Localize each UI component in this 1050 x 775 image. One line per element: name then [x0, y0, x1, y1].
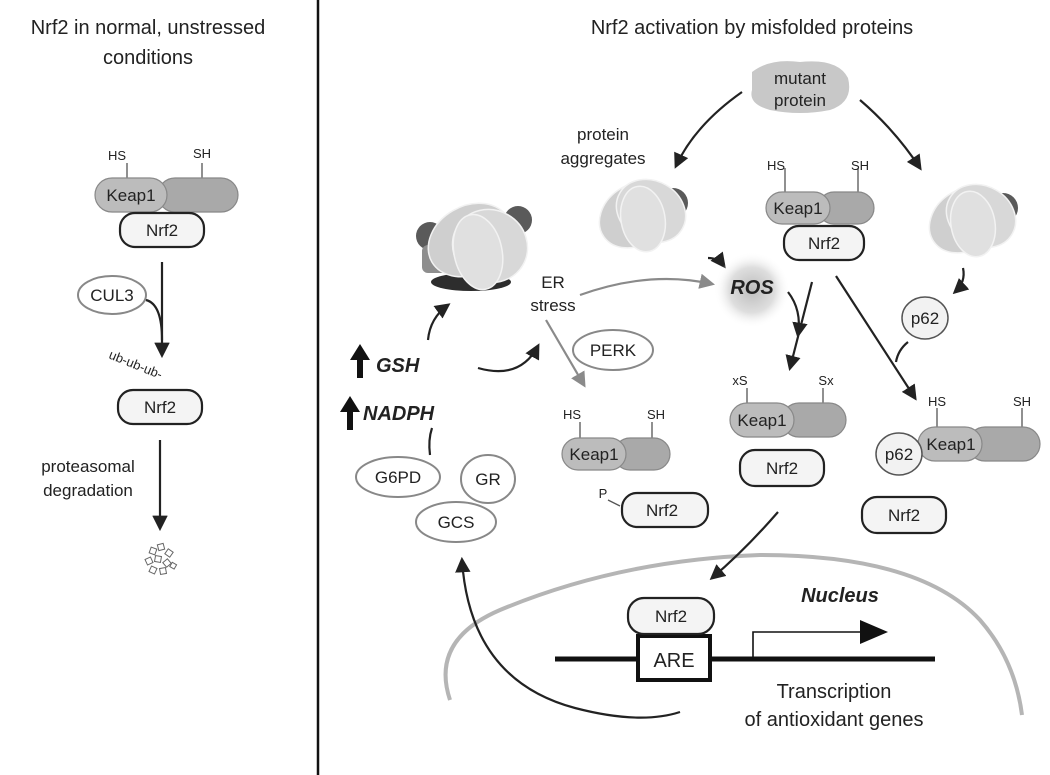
arrow-gsh-to-er-stress: [477, 343, 540, 373]
arrow-complex-to-oxidised-keap1: [785, 281, 814, 371]
nadph-label: NADPH: [363, 403, 435, 425]
xs-label: xS: [732, 373, 748, 388]
perk-keap1-label: Keap1: [569, 445, 618, 464]
aggregates-line2: aggregates: [560, 149, 645, 168]
cul3-oval: [77, 275, 147, 315]
p62-nrf2-label: Nrf2: [888, 506, 920, 525]
arrow-ros-to-oxidised-keap1: [787, 291, 808, 339]
center-nrf2-label: Nrf2: [808, 234, 840, 253]
are-nrf2-label: Nrf2: [655, 607, 687, 626]
arrow-er-to-perk-keap1: [545, 319, 586, 388]
gr-label: GR: [475, 470, 501, 489]
keap1-nrf2-complex-center: HS SH Keap1 Nrf2: [765, 158, 875, 262]
center-sh-label: SH: [851, 158, 869, 173]
nrf2-top-label: Nrf2: [146, 221, 178, 240]
nadph-connector: [428, 427, 434, 456]
aggregate-proteasome: [416, 202, 532, 291]
left-title-line2: conditions: [103, 47, 193, 69]
transcription-line2: of antioxidant genes: [744, 709, 923, 731]
g6pd-label: G6PD: [375, 468, 421, 487]
aggregate-right: [915, 171, 1028, 268]
mutant-protein-blob: [751, 61, 850, 113]
p62-keap1-label: Keap1: [926, 435, 975, 454]
perk-sh-label: SH: [647, 407, 665, 422]
keap1-oxidised-branch: xS Sx Keap1 Nrf2: [729, 373, 847, 488]
free-nrf2-box: [738, 448, 826, 488]
g6pd-oval: [355, 456, 441, 498]
keap1-label: Keap1: [106, 186, 155, 205]
nucleus-label: Nucleus: [801, 585, 879, 607]
nrf2-box-mid: [116, 388, 204, 426]
gsh-label: GSH: [376, 355, 420, 377]
arrow-gsh-to-aggregate: [426, 303, 451, 341]
are-nrf2-box: [626, 596, 716, 636]
degradation-line2: degradation: [43, 481, 133, 500]
p62-lower-oval: [875, 432, 923, 476]
p62-hs-label: HS: [928, 394, 946, 409]
oxidised-keap1-label: Keap1: [737, 411, 786, 430]
transcription-line1: Transcription: [777, 681, 892, 703]
arrow-mutant-to-right-aggregate: [859, 99, 922, 171]
phospho-nrf2-label: Nrf2: [646, 501, 678, 520]
arrow-nrf2-into-nucleus: [709, 511, 779, 580]
arrow-aggregate-to-ros: [707, 251, 726, 269]
mutant-line1: mutant: [774, 69, 826, 88]
phospho-nrf2-box: [620, 491, 710, 529]
nrf2-mid-label: Nrf2: [144, 398, 176, 417]
arrow-right-aggregate-to-p62: [952, 267, 970, 295]
cul3-label: CUL3: [90, 286, 133, 305]
are-label: ARE: [653, 650, 694, 672]
gcs-oval: [415, 501, 497, 543]
p62-sh-label: SH: [1013, 394, 1031, 409]
gsh-up-arrow: [350, 344, 370, 378]
arrow-er-stress-to-ros: [579, 273, 716, 297]
p62-connector: [894, 341, 909, 363]
ros-glow: [714, 252, 790, 328]
transcription-start-arrow: [752, 631, 872, 659]
ros-label: ROS: [730, 277, 774, 299]
hs-label: HS: [108, 148, 126, 163]
mutant-line2: protein: [774, 91, 826, 110]
are-box: [636, 634, 712, 682]
arrow-complex-to-p62-keap1: [835, 275, 917, 401]
aggregates-line1: protein: [577, 125, 629, 144]
arrow-transcription-to-gcs: [455, 556, 681, 719]
left-title-line1: Nrf2 in normal, unstressed: [31, 17, 266, 39]
perk-label: PERK: [590, 341, 637, 360]
p62-nrf2-box: [860, 495, 948, 535]
free-nrf2-label: Nrf2: [766, 459, 798, 478]
center-hs-label: HS: [767, 158, 785, 173]
gr-oval: [460, 454, 516, 504]
p62-upper-label: p62: [911, 309, 939, 328]
arrow-mutant-to-aggregates: [674, 91, 743, 169]
sx-label: Sx: [818, 373, 834, 388]
nadph-up-arrow: [340, 396, 360, 430]
ub-chain-label: ub-ub-ub-: [107, 347, 165, 382]
degradation-line1: proteasomal: [41, 457, 135, 476]
right-panel: Nrf2 activation by misfolded proteins mu…: [340, 17, 1041, 731]
keap1-nrf2-complex-normal: HS SH Keap1 Nrf2: [94, 146, 239, 249]
cul3-join-arrow: [145, 298, 164, 341]
center-nrf2-box: [782, 224, 866, 262]
gcs-label: GCS: [438, 513, 475, 532]
perk-hs-label: HS: [563, 407, 581, 422]
p62-keap1-branch: HS SH Keap1 p62 Nrf2: [860, 394, 1041, 535]
perk-oval: [572, 329, 654, 371]
center-keap1-label: Keap1: [773, 199, 822, 218]
degraded-fragments: [144, 542, 178, 576]
transcription-arrowhead: [860, 620, 888, 644]
er-line1: ER: [541, 273, 565, 292]
left-panel: Nrf2 in normal, unstressed conditions HS…: [31, 17, 266, 576]
nrf2-box-top: [118, 211, 206, 249]
er-line2: stress: [530, 296, 575, 315]
sh-label: SH: [193, 146, 211, 161]
keap1-perk-branch: HS SH Keap1 P Nrf2: [561, 407, 710, 529]
p62-lower-label: p62: [885, 445, 913, 464]
p62-upper-oval: [901, 296, 949, 340]
aggregate-center: [585, 166, 698, 263]
right-title: Nrf2 activation by misfolded proteins: [591, 17, 913, 39]
phospho-label: P: [599, 486, 608, 501]
